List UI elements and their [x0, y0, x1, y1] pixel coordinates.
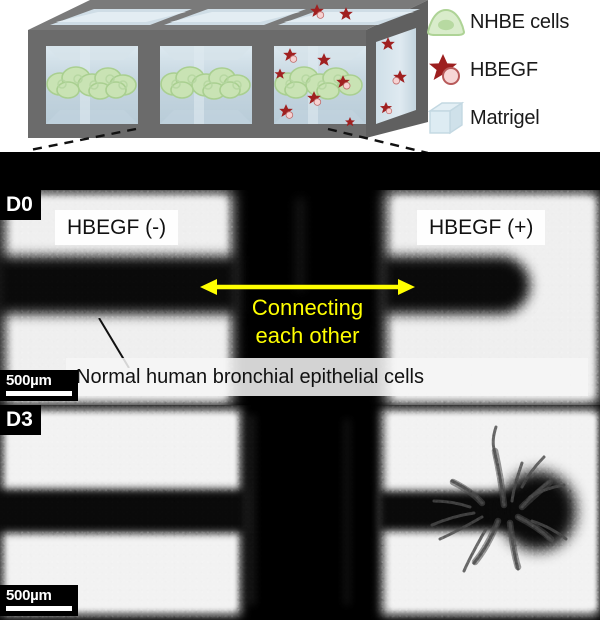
- nhbe-cell-icon: [424, 2, 470, 42]
- legend-item-matrigel: Matrigel: [424, 98, 540, 138]
- scale-bar-d0: 500µm: [0, 370, 78, 401]
- cell-caption-d0: Normal human bronchial epithelial cells: [66, 358, 588, 396]
- legend-item-hbegf: HBEGF: [424, 50, 538, 90]
- hbegf-particles: [274, 4, 407, 127]
- scale-bar-line-d3: [6, 606, 72, 611]
- day-label-d3: D3: [0, 405, 41, 435]
- condition-label-hbegf-positive: HBEGF (+): [417, 210, 546, 245]
- legend-label-matrigel: Matrigel: [470, 106, 540, 129]
- callout-dashed-lines: [28, 127, 428, 154]
- micrograph-panel-d3: D3 500µm: [0, 405, 600, 620]
- legend: NHBE cells HBEGF: [424, 0, 600, 150]
- condition-label-hbegf-negative: HBEGF (-): [55, 210, 179, 245]
- device-chamber-2: [160, 46, 252, 124]
- legend-label-nhbe-cells: NHBE cells: [470, 10, 570, 33]
- panel-separator-band: [0, 152, 600, 190]
- matrigel-cube-icon: [424, 98, 470, 138]
- micrograph-panel-d0: D0 HBEGF (-) HBEGF (+) Connecting each o…: [0, 190, 600, 405]
- day-label-d0: D0: [0, 190, 41, 220]
- branching-sprouts: [430, 425, 568, 573]
- legend-item-nhbe-cells: NHBE cells: [424, 2, 569, 42]
- device-top-windows: [50, 9, 420, 25]
- device-schematic-panel: NHBE cells HBEGF: [0, 0, 600, 154]
- micrograph-image-d3: [0, 405, 600, 620]
- scale-bar-label-d0: 500µm: [6, 372, 52, 389]
- scale-bar-label-d3: 500µm: [6, 587, 52, 604]
- connecting-arrow: [200, 276, 415, 303]
- microfluidic-device-illustration: [28, 0, 428, 154]
- connecting-annotation-line2: each other: [255, 323, 360, 348]
- hbegf-molecule-icon: [424, 50, 470, 90]
- scale-bar-line-d0: [6, 391, 72, 396]
- legend-label-hbegf: HBEGF: [470, 58, 538, 81]
- scale-bar-d3: 500µm: [0, 585, 78, 616]
- connecting-annotation-line1: Connecting: [251, 295, 364, 320]
- device-chamber-1: [46, 46, 138, 124]
